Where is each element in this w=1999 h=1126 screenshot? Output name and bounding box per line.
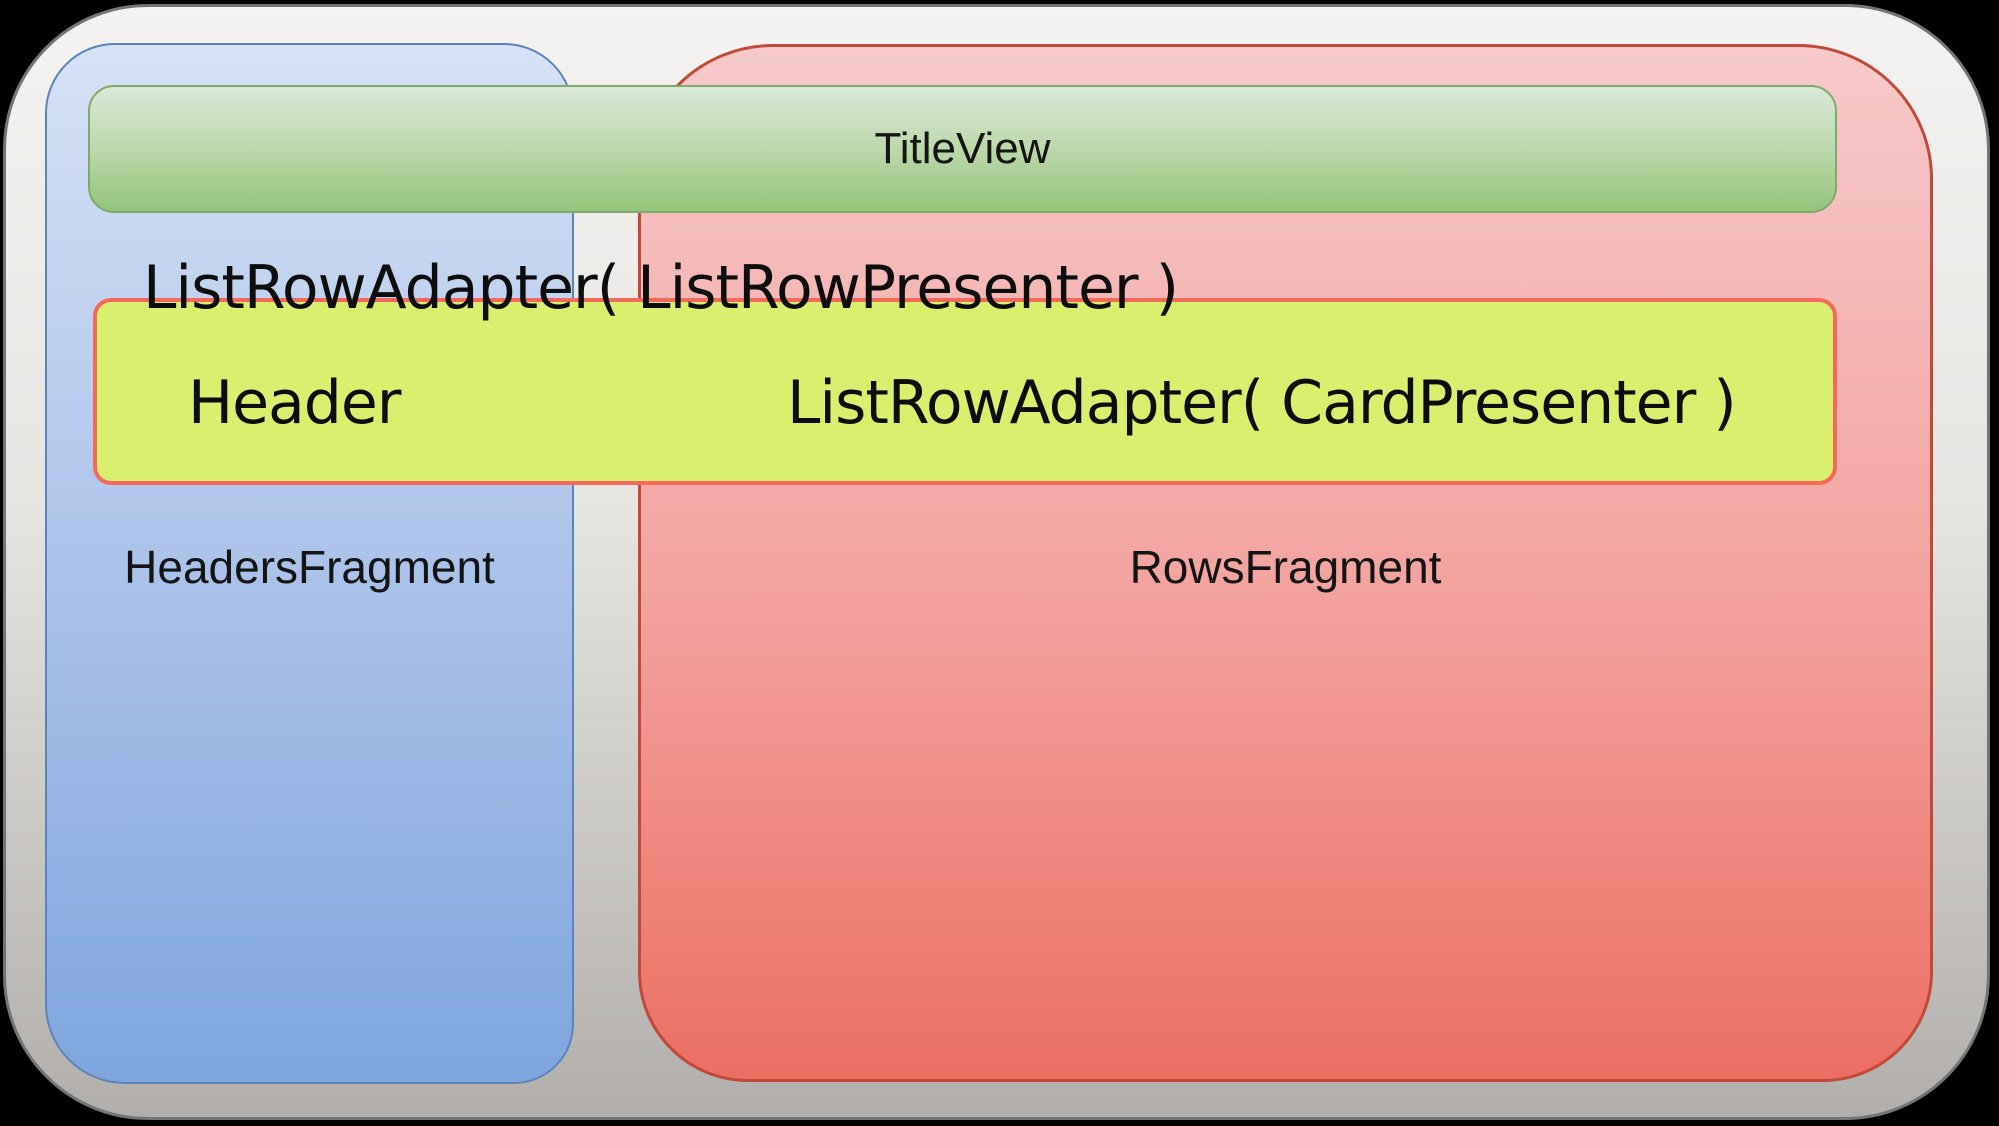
list-row-presenter-text: ListRowAdapter( ListRowPresenter ) bbox=[143, 253, 1179, 323]
headers-fragment-label: HeadersFragment bbox=[124, 541, 495, 593]
headers-fragment-panel bbox=[45, 43, 574, 1084]
title-view-bar: TitleView bbox=[88, 85, 1837, 213]
card-presenter-text: ListRowAdapter( CardPresenter ) bbox=[787, 368, 1737, 438]
rows-fragment-label: RowsFragment bbox=[1129, 541, 1442, 593]
header-label: Header bbox=[188, 368, 401, 438]
rows-fragment-panel bbox=[638, 44, 1933, 1082]
header-row-bar bbox=[93, 298, 1837, 485]
title-view-label: TitleView bbox=[874, 124, 1051, 173]
